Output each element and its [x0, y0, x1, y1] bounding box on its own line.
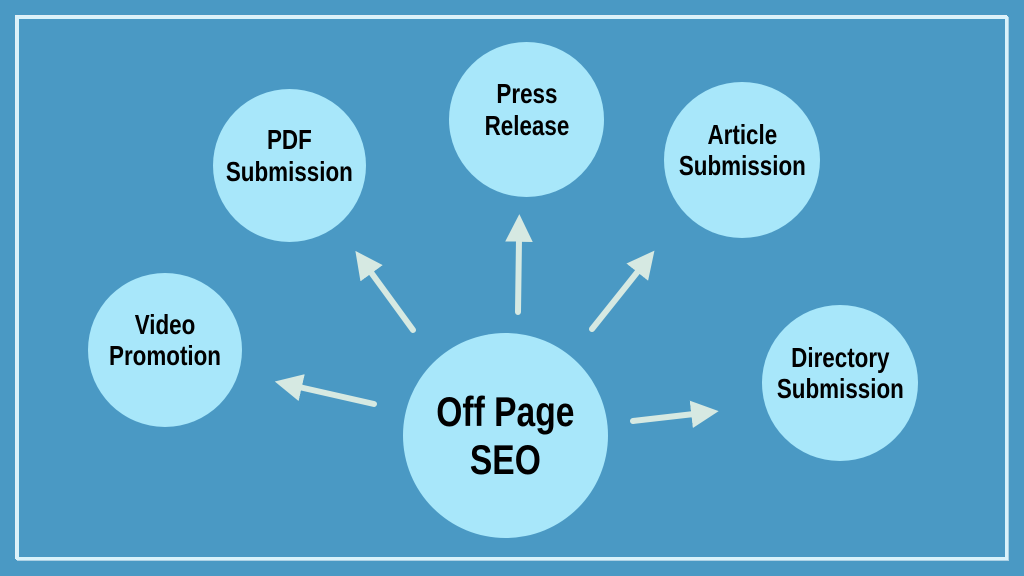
- node-label: Video Promotion: [109, 308, 221, 371]
- node-press-release: Press Release: [449, 42, 604, 197]
- node-off-page-seo: Off Page SEO: [403, 333, 608, 538]
- node-pdf-submission: PDF Submission: [213, 89, 366, 242]
- node-article-submission: Article Submission: [664, 82, 820, 238]
- node-video-promotion: Video Promotion: [88, 273, 242, 427]
- node-label: Directory Submission: [776, 341, 904, 404]
- node-directory-submission: Directory Submission: [762, 305, 918, 461]
- node-label: Article Submission: [678, 118, 806, 181]
- node-label: PDF Submission: [226, 124, 353, 187]
- arrow-to-directory-submission: [630, 400, 719, 429]
- arrow-to-press-release: [505, 214, 533, 315]
- arrow-to-article-submission: [589, 250, 655, 332]
- node-label: Press Release: [484, 78, 569, 141]
- arrow-to-pdf-submission: [355, 250, 416, 333]
- arrow-to-video-promotion: [274, 374, 377, 407]
- center-node-label: Off Page SEO: [436, 388, 575, 483]
